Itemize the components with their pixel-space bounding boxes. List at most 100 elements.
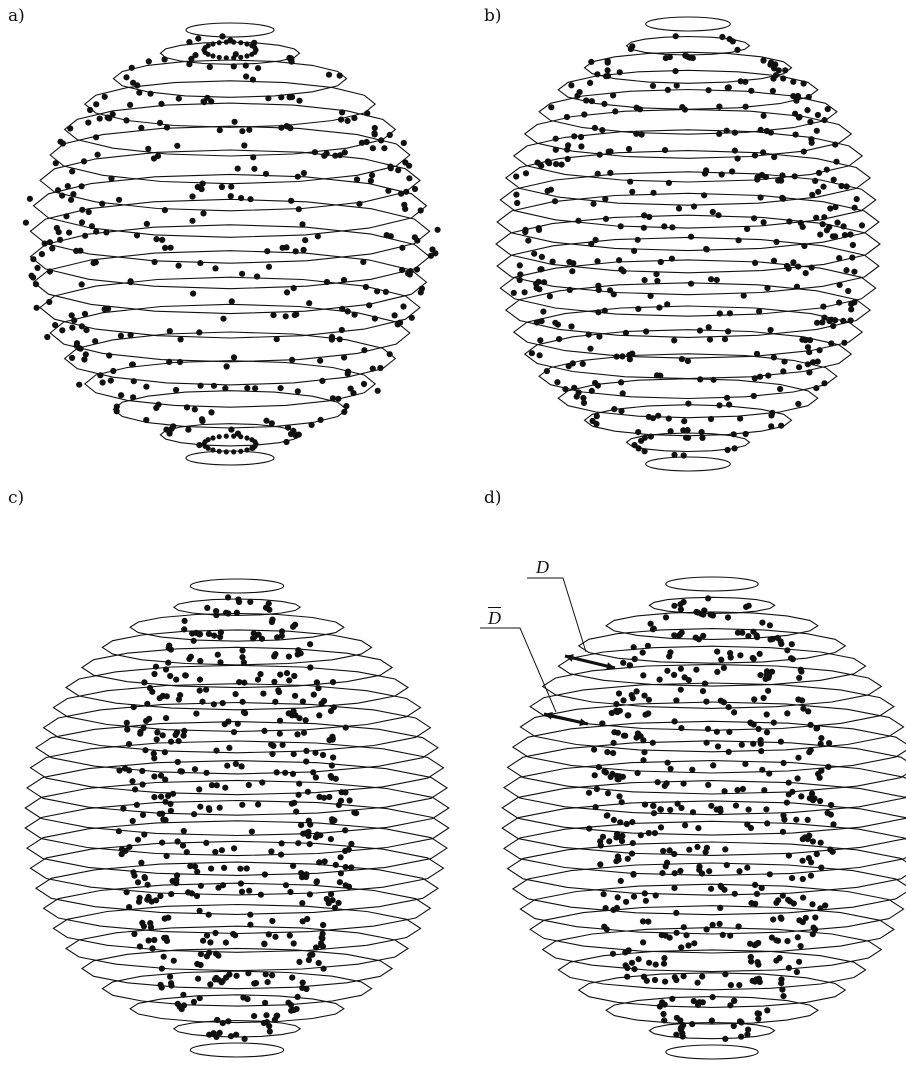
particle-dot — [825, 764, 831, 770]
particle-dot — [760, 149, 766, 155]
particle-dot — [162, 207, 168, 213]
particle-dot — [217, 1030, 223, 1036]
particle-dot — [247, 196, 253, 202]
particle-dot — [721, 887, 727, 893]
particle-dot — [756, 308, 762, 314]
particle-dot — [331, 704, 337, 710]
particle-dot — [212, 265, 218, 271]
particle-dot — [779, 987, 785, 993]
particle-dot — [814, 851, 820, 857]
particle-dot — [807, 795, 813, 801]
particle-dot — [287, 94, 293, 100]
particle-dot — [322, 858, 328, 864]
particle-dot — [225, 594, 231, 600]
particle-dot — [135, 879, 141, 885]
particle-dot — [583, 97, 589, 103]
particle-dot — [653, 892, 659, 898]
particle-dot — [817, 232, 823, 238]
particle-dot — [29, 273, 35, 279]
particle-dot — [718, 698, 724, 704]
particle-dot — [837, 282, 843, 288]
particle-dot — [253, 632, 259, 638]
particle-dot — [638, 832, 644, 838]
particle-dot — [239, 128, 245, 134]
particle-dot — [195, 976, 201, 982]
particle-dot — [681, 599, 687, 605]
particle-dot — [656, 305, 662, 311]
particle-dot — [722, 971, 728, 977]
particle-dot — [279, 633, 285, 639]
particle-dot — [832, 142, 838, 148]
particle-dot — [326, 72, 332, 78]
particle-dot — [592, 125, 598, 131]
particle-dot — [306, 957, 312, 963]
particle-dot — [618, 408, 624, 414]
particle-dot — [223, 610, 229, 616]
particle-dot — [721, 665, 727, 671]
particle-dot — [249, 446, 254, 451]
particle-dot — [781, 359, 787, 365]
particle-dot — [324, 150, 330, 156]
particle-dot — [238, 40, 243, 45]
particle-dot — [594, 786, 600, 792]
particle-dot — [364, 139, 370, 145]
particle-dot — [731, 998, 737, 1004]
particle-dot — [330, 754, 336, 760]
particle-dot — [210, 435, 215, 440]
particle-dot — [79, 323, 85, 329]
particle-dot — [92, 338, 98, 344]
particle-dot — [324, 279, 330, 285]
particle-dot — [34, 265, 40, 271]
particle-dot — [191, 999, 197, 1005]
particle-dot — [246, 782, 252, 788]
particle-dot — [368, 178, 374, 184]
particle-dot — [667, 807, 673, 813]
particle-dot — [717, 921, 723, 927]
particle-dot — [732, 445, 738, 451]
particle-dot — [395, 167, 401, 173]
particle-dot — [652, 830, 658, 836]
particle-dot — [300, 980, 306, 986]
particle-dot — [683, 932, 689, 938]
particle-dot — [642, 448, 648, 454]
particle-dot — [199, 416, 205, 422]
particle-dot — [801, 80, 807, 86]
particle-dot — [159, 237, 165, 243]
particle-dot — [618, 223, 624, 229]
particle-dot — [53, 160, 59, 166]
particle-dot — [657, 1003, 663, 1009]
particle-dot — [824, 227, 830, 233]
particle-dot — [271, 653, 277, 659]
particle-dot — [160, 816, 166, 822]
particle-dot — [247, 912, 253, 918]
particle-dot — [514, 200, 520, 206]
particle-dot — [79, 219, 85, 225]
particle-dot — [97, 372, 103, 378]
particle-dot — [70, 191, 76, 197]
particle-dot — [235, 166, 241, 172]
particle-dot — [213, 748, 219, 754]
particle-dot — [83, 351, 89, 357]
particle-dot — [739, 742, 745, 748]
particle-dot — [406, 175, 412, 181]
particle-dot — [622, 949, 628, 955]
particle-dot — [681, 924, 687, 930]
particle-dot — [269, 751, 275, 757]
particle-dot — [696, 864, 702, 870]
particle-dot — [681, 973, 687, 979]
particle-dot — [792, 173, 798, 179]
particle-dot — [761, 219, 767, 225]
particle-dot — [672, 870, 678, 876]
particle-dot — [124, 889, 130, 895]
particle-dot — [676, 205, 682, 211]
particle-dot — [251, 1013, 257, 1019]
particle-dot — [384, 232, 390, 238]
particle-dot — [153, 236, 159, 242]
particle-dot — [152, 259, 158, 265]
particle-dot — [213, 975, 219, 981]
particle-dot — [262, 1000, 268, 1006]
particle-dot — [631, 966, 637, 972]
particle-dot — [806, 369, 812, 375]
particle-dot — [258, 892, 264, 898]
particle-dot — [303, 874, 309, 880]
